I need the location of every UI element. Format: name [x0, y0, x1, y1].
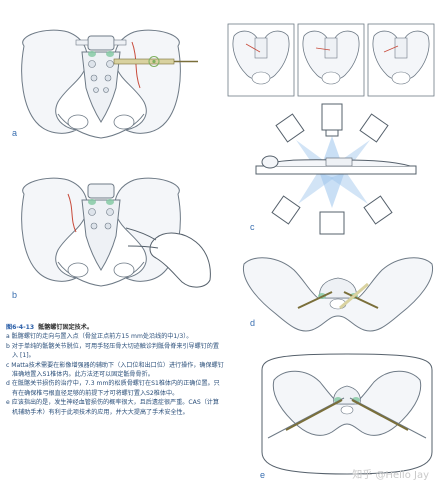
xray-detector-icon [271, 195, 393, 235]
screw-icon [113, 56, 198, 67]
hand-icon [125, 227, 211, 288]
caption-item-e: e 应该指出的是，发生神经血管损伤的概率很大，且后遗症很严重。CAS（计算机辅助… [6, 399, 219, 416]
figure-title: 骶髂螺钉固定技术。 [38, 324, 93, 331]
xray-emitter-icon [275, 103, 389, 143]
fluoroscopy-drawing [255, 103, 417, 235]
panel-a-illustration [6, 18, 206, 148]
panel-label-a: a [12, 128, 18, 138]
panel-c-views [226, 22, 438, 100]
figure-number: 图6-4-13 [6, 324, 35, 331]
caption-item-d: d 在骶髂关节损伤的治疗中，7.3 mm的松质骨螺钉在S1椎体内的正确位置。只有… [6, 380, 220, 397]
watermark: 知乎 @Hello Jay [352, 470, 429, 481]
panel-b-illustration [6, 168, 216, 298]
pelvis-b-drawing [21, 177, 211, 288]
panel-label-e: e [260, 470, 266, 480]
caption-item-c: c Matta技术需要在影像增强器的辅助下（入口位和出口位）进行操作，确保螺钉准… [6, 361, 224, 379]
caption-item-a: a 骶髂螺钉的走向与置入点（骨盆正点前方15 mm处沿线的中1/3）。 [6, 333, 193, 341]
ct-slice-drawing [261, 353, 433, 475]
panel-c-fluoroscopy [246, 100, 426, 240]
panel-label-c: c [250, 222, 255, 232]
panel-d-illustration [238, 250, 438, 342]
panel-label-b: b [12, 290, 18, 300]
panel-e-illustration [258, 352, 436, 476]
pelvis-views-drawing [227, 23, 435, 97]
axial-pelvis-drawing [242, 257, 434, 332]
caption-item-b: b 对于单纯的骶髂关节脱位，可用手轻压骨大切迹触诊判骶骨脊来引导螺钉的置入 [1… [6, 342, 219, 360]
pelvis-a-drawing [21, 29, 198, 139]
panel-label-d: d [250, 318, 256, 328]
